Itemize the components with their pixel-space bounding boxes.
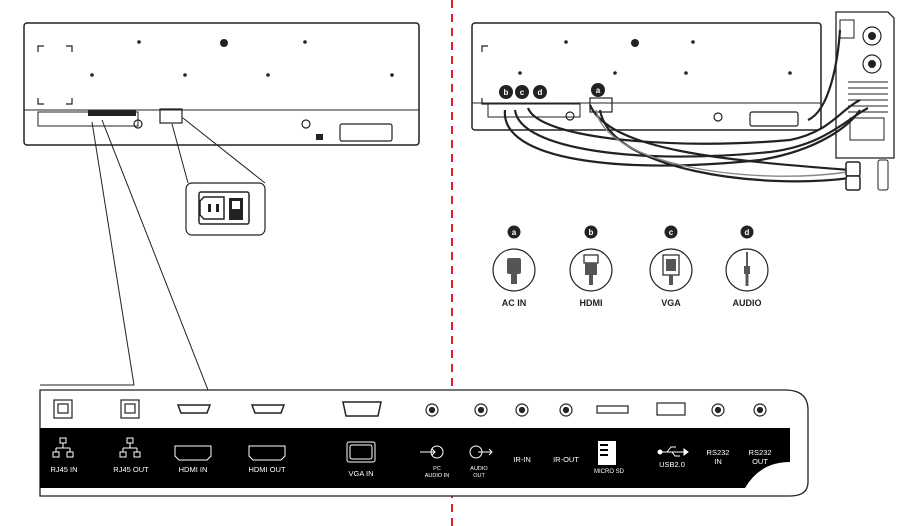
panel-labels: RJ45 IN RJ45 OUT HDMI IN HDMI OUT VGA IN… <box>50 448 771 479</box>
audio-out-icon <box>469 445 493 459</box>
svg-text:b: b <box>504 88 509 97</box>
pc-audio-in-port <box>425 403 439 417</box>
svg-text:c: c <box>669 228 674 237</box>
hdmi-in-icon <box>174 445 212 461</box>
label-out: OUT <box>473 473 485 479</box>
audio-out-port <box>474 403 488 417</box>
microsd-icon <box>598 441 616 465</box>
ir-out-port <box>559 403 573 417</box>
usb-port <box>656 402 686 416</box>
rj45-in-port <box>53 399 73 419</box>
label-rs232-in: RS232 <box>707 448 730 457</box>
svg-text:d: d <box>745 228 750 237</box>
label-rs232-out: RS232 <box>749 448 772 457</box>
label-usb: USB2.0 <box>659 460 685 469</box>
panel-icons <box>52 437 689 465</box>
ir-in-port <box>515 403 529 417</box>
svg-text:d: d <box>538 88 543 97</box>
label-hdmi: HDMI <box>580 298 603 308</box>
badge-c-top: c <box>515 85 529 99</box>
vga-in-port <box>342 401 382 417</box>
svg-text:c: c <box>520 88 525 97</box>
top-ports <box>53 399 767 419</box>
svg-text:a: a <box>512 228 517 237</box>
connector-hdmi: b HDMI <box>569 225 613 308</box>
label-rj45-in: RJ45 IN <box>50 465 77 474</box>
ac-switch-zoom <box>185 182 266 236</box>
svg-text:a: a <box>596 86 601 95</box>
connector-ac-in: a AC IN <box>492 225 536 308</box>
usb-icon <box>657 446 689 457</box>
badge-b-top: b <box>499 85 513 99</box>
cables <box>503 29 869 183</box>
connector-audio: d AUDIO <box>725 225 769 308</box>
hdmi-in-port <box>176 404 212 414</box>
label-vga: VGA <box>661 298 681 308</box>
display-rear-right <box>471 22 822 131</box>
network-icon-in <box>52 437 74 458</box>
svg-text:b: b <box>589 228 594 237</box>
label-ir-in: IR-IN <box>513 455 531 464</box>
label-audio: AUDIO <box>470 466 488 472</box>
label-audio: AUDIO <box>733 298 762 308</box>
io-panel <box>39 389 809 497</box>
label-micro-sd: MICRO SD <box>594 469 625 475</box>
network-icon-out <box>119 437 141 458</box>
rs232-out-port <box>753 403 767 417</box>
hdmi-out-port <box>250 404 286 414</box>
vga-icon <box>346 441 376 463</box>
label-rs232-out-2: OUT <box>752 457 768 466</box>
label-rj45-out: RJ45 OUT <box>113 465 149 474</box>
label-ir-out: IR-OUT <box>553 455 579 464</box>
display-rear-left <box>23 22 420 146</box>
pc-tower <box>835 11 895 191</box>
power-plug <box>845 161 861 191</box>
label-rs232-in-2: IN <box>714 457 722 466</box>
label-hdmi-out: HDMI OUT <box>248 465 285 474</box>
label-ac-in: AC IN <box>502 298 527 308</box>
hdmi-out-icon <box>248 445 286 461</box>
label-vga-in: VGA IN <box>348 469 373 478</box>
rs232-in-port <box>711 403 725 417</box>
audio-in-icon <box>420 445 444 459</box>
label-pc: PC <box>433 466 441 472</box>
badge-a-top: a <box>591 83 605 97</box>
label-hdmi-in: HDMI IN <box>179 465 208 474</box>
label-audio-in: AUDIO IN <box>425 473 449 479</box>
badge-d-top: d <box>533 85 547 99</box>
connector-vga: c VGA <box>649 225 693 308</box>
micro-sd-slot <box>596 405 629 414</box>
rj45-out-port <box>120 399 140 419</box>
